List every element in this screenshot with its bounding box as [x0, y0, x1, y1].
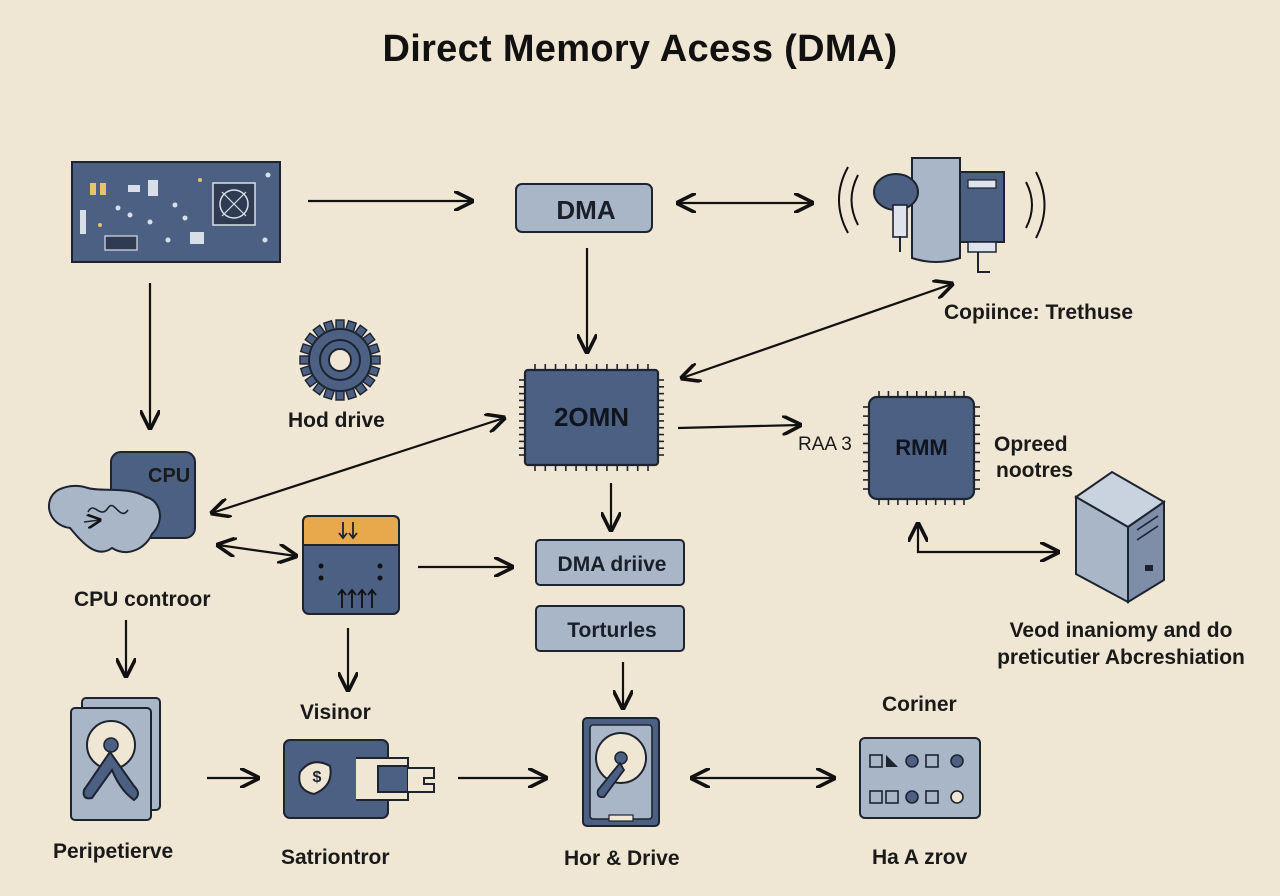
- dma-drive-label: DMA driive: [557, 552, 667, 576]
- diagram-title: Direct Memory Acess (DMA): [382, 28, 898, 70]
- ram-side-label: RAA 3: [798, 434, 852, 455]
- ha-azrov-label: Ha A zrov: [872, 846, 968, 869]
- opreed-label-1: Opreed: [994, 433, 1068, 456]
- peripheral-drive-icon: [70, 697, 161, 821]
- center-chip-icon: [519, 364, 664, 471]
- dma-box-label: DMA: [556, 194, 616, 225]
- veod-label-1: Veod inaniomy and do: [1009, 619, 1233, 642]
- satriontror-label: Satriontror: [281, 846, 390, 869]
- cpu-controller-label: CPU controor: [74, 588, 211, 611]
- control-panel-icon: [859, 737, 981, 819]
- svg-text:$: $: [313, 769, 322, 786]
- ram-chip-label: RMM: [895, 435, 948, 460]
- wireless-device-icon: [838, 157, 1046, 273]
- server-tower-icon: [1074, 470, 1166, 604]
- connector-arrows: [126, 201, 1058, 778]
- coriner-label: Coriner: [882, 693, 957, 716]
- hor-drive-label: Hor & Drive: [564, 847, 680, 870]
- cpu-icon: [48, 451, 196, 553]
- dma-box: [515, 183, 653, 233]
- circuit-board-icon: [71, 161, 281, 263]
- controller-icon: [302, 515, 400, 615]
- torturles-label: Torturles: [567, 618, 657, 642]
- center-chip-label: 2OMN: [553, 402, 630, 432]
- torturles-box: [535, 605, 685, 652]
- hard-drive-icon: [582, 717, 660, 827]
- ram-chip-icon: [863, 391, 980, 505]
- usb-device-icon: $: [283, 739, 435, 819]
- gear-icon: [299, 319, 381, 401]
- visinor-label: Visinor: [300, 701, 371, 724]
- veod-label-2: preticutier Abcreshiation: [997, 646, 1245, 669]
- peripetierve-label: Peripetierve: [53, 840, 174, 863]
- dma-drive-box: [535, 539, 685, 586]
- copince-label: Copiince: Trethuse: [944, 301, 1134, 324]
- cpu-box-label: CPU: [148, 465, 191, 487]
- opreed-label-2: nootres: [996, 459, 1074, 482]
- hod-drive-label: Hod drive: [288, 409, 385, 432]
